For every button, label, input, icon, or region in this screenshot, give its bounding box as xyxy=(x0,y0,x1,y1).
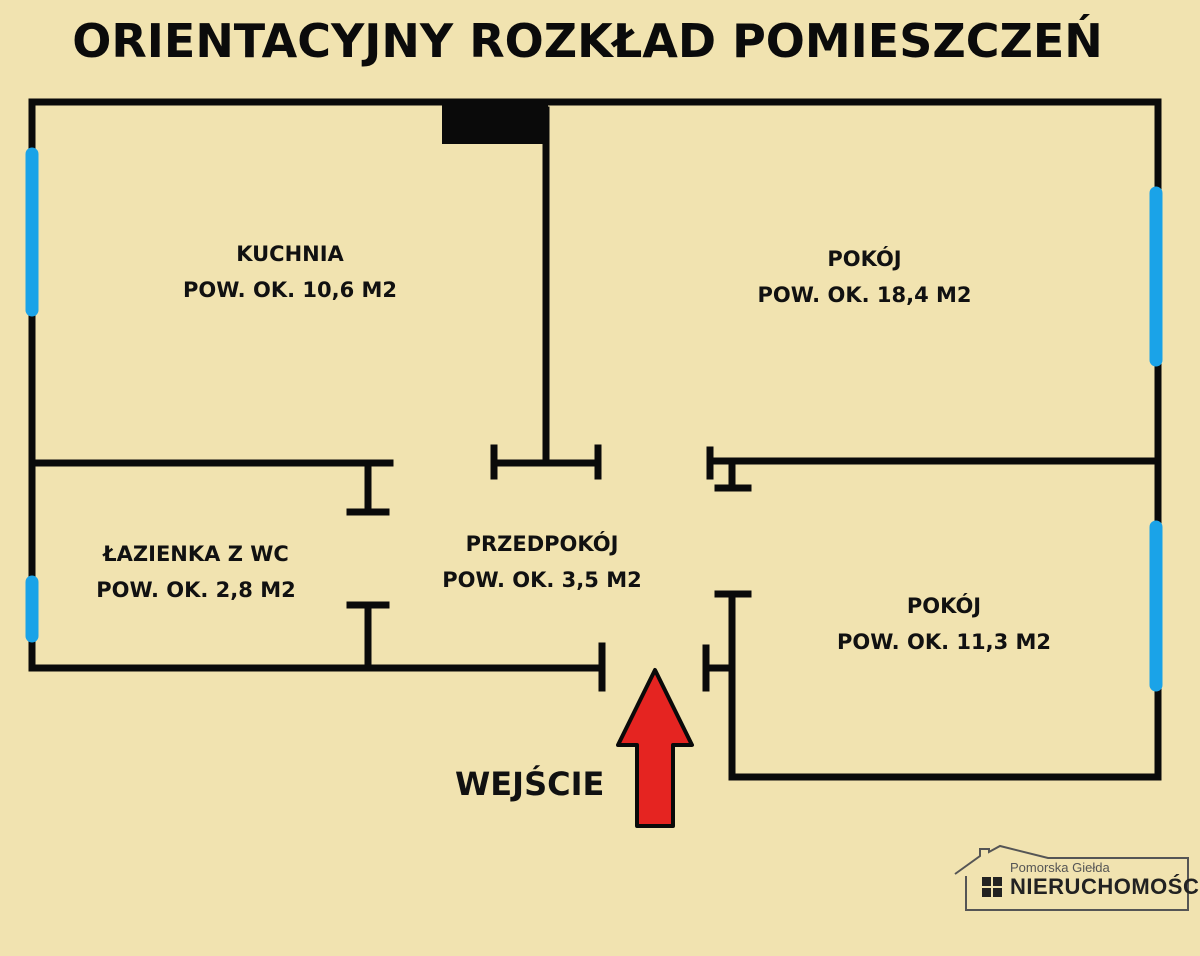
room-area: POW. OK. 3,5 M2 xyxy=(442,568,642,592)
entrance-label: WEJŚCIE xyxy=(455,765,605,803)
logo-main-text: NIERUCHOMOŚCI xyxy=(1010,874,1200,899)
room-label-bathroom: ŁAZIENKA Z WC POW. OK. 2,8 M2 xyxy=(70,536,322,608)
company-logo: Pomorska Giełda NIERUCHOMOŚCI xyxy=(958,848,1200,912)
room-name: POKÓJ xyxy=(827,247,902,271)
room-area: POW. OK. 10,6 M2 xyxy=(182,278,398,302)
logo-house-icon xyxy=(954,844,1189,911)
logo-top-text: Pomorska Giełda xyxy=(1010,860,1110,875)
entrance-arrow-icon xyxy=(616,668,694,828)
room-name: KUCHNIA xyxy=(236,242,344,266)
room-area: POW. OK. 18,4 M2 xyxy=(757,283,972,307)
page-title: ORIENTACYJNY ROZKŁAD POMIESZCZEŃ xyxy=(72,14,1103,68)
room-area: POW. OK. 2,8 M2 xyxy=(96,578,296,602)
room-name: POKÓJ xyxy=(906,594,982,618)
room-label-room-large: POKÓJ POW. OK. 18,4 M2 xyxy=(722,241,1007,313)
room-name: ŁAZIENKA Z WC xyxy=(103,542,289,566)
walls xyxy=(28,98,1162,781)
room-area: POW. OK. 11,3 M2 xyxy=(836,630,1052,654)
windows xyxy=(25,147,1163,692)
logo-grid-icon xyxy=(982,877,1002,897)
room-label-kitchen: KUCHNIA POW. OK. 10,6 M2 xyxy=(150,236,430,308)
room-label-room-small: POKÓJ POW. OK. 11,3 M2 xyxy=(806,588,1082,660)
room-name: PRZEDPOKÓJ xyxy=(465,532,619,556)
chimney-block xyxy=(442,102,548,144)
room-label-hallway: PRZEDPOKÓJ POW. OK. 3,5 M2 xyxy=(414,526,670,598)
